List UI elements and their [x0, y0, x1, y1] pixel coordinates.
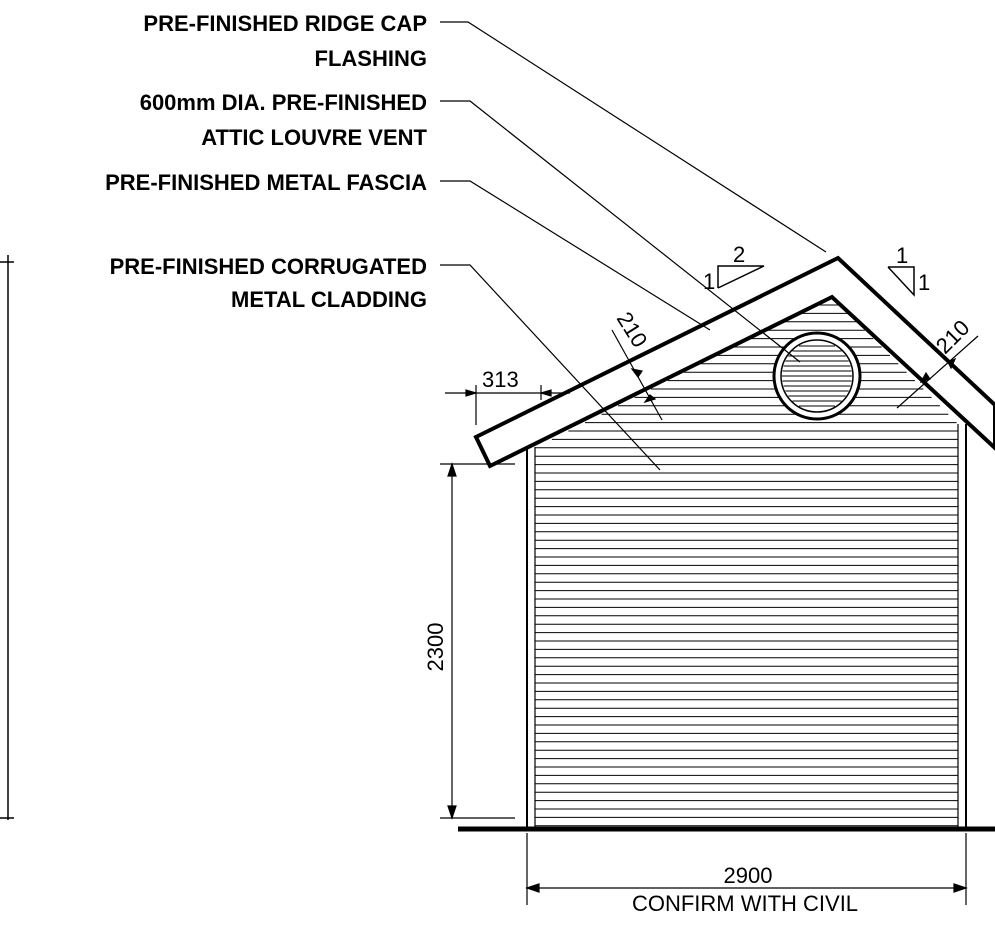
- wall-outline: [526, 424, 967, 828]
- label-louvre-vent-line2: ATTIC LOUVRE VENT: [201, 125, 427, 150]
- slope-right-rise: 1: [918, 270, 930, 295]
- label-ridge-cap-line2: FLASHING: [315, 46, 427, 71]
- slope-indicator-left: 2 1: [703, 242, 765, 294]
- dimension-fascia-right: [896, 335, 979, 409]
- slope-right-run: 1: [896, 243, 908, 268]
- label-ridge-cap-line1: PRE-FINISHED RIDGE CAP: [143, 11, 427, 36]
- leader-lines: [440, 21, 827, 471]
- roof-fascia: [473, 255, 995, 469]
- slope-indicator-right: 1 1: [887, 243, 930, 297]
- label-cladding-line2: METAL CLADDING: [231, 287, 427, 312]
- slope-left-run: 2: [733, 242, 745, 267]
- dimension-wall-height: [440, 462, 515, 820]
- dimension-overhang: [445, 385, 570, 425]
- dim-wall-height-text: 2300: [423, 623, 448, 672]
- label-fascia: PRE-FINISHED METAL FASCIA: [105, 170, 427, 195]
- left-edge-dimension: [0, 255, 14, 820]
- louvre-vent: [772, 331, 862, 421]
- label-louvre-vent-line1: 600mm DIA. PRE-FINISHED: [140, 90, 427, 115]
- dim-width-note: CONFIRM WITH CIVIL: [632, 891, 858, 916]
- dimension-width: [525, 833, 968, 905]
- callout-labels: PRE-FINISHED RIDGE CAP FLASHING 600mm DI…: [105, 11, 427, 312]
- dim-fascia-left-text: 210: [612, 307, 653, 351]
- slope-left-rise: 1: [703, 269, 715, 294]
- dimension-fascia-left: [611, 329, 663, 421]
- dim-overhang-text: 313: [482, 367, 519, 392]
- dim-width-text: 2900: [724, 863, 773, 888]
- label-cladding-line1: PRE-FINISHED CORRUGATED: [110, 254, 427, 279]
